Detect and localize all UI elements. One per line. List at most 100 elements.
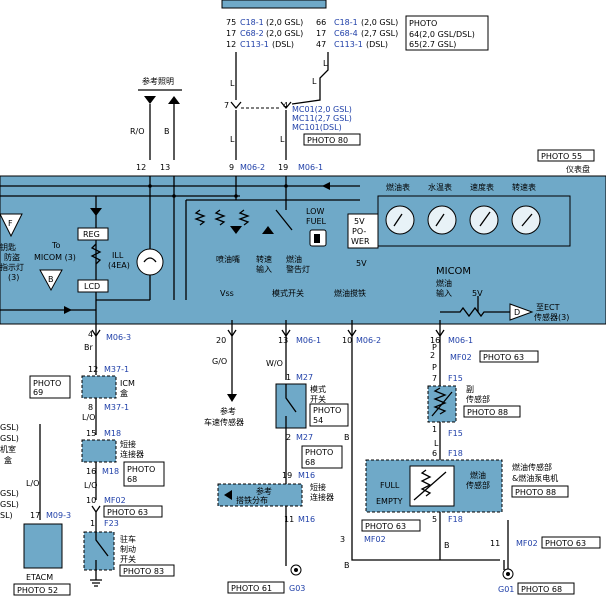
fuel-warn: 警告灯 xyxy=(286,264,310,274)
pin: 12 xyxy=(88,365,98,374)
short-conn-label: 短接 xyxy=(310,482,326,492)
photo-label: 69 xyxy=(33,388,43,397)
gauge-frame xyxy=(377,195,571,247)
etacm-box xyxy=(23,523,63,569)
photo-label: 68 xyxy=(305,458,315,467)
pin: 13 xyxy=(160,163,170,172)
connector: C113-1 xyxy=(240,40,269,49)
photo-63d-box xyxy=(541,536,601,549)
resistor-icon xyxy=(194,209,206,226)
arrow-up-icon xyxy=(168,96,180,104)
svg-text:GSL): GSL) xyxy=(0,434,19,443)
switch-contact xyxy=(95,512,109,580)
fuel-wiper-label: 燃油搅铁 xyxy=(334,288,366,298)
connector: F15 xyxy=(448,429,463,438)
wire-color: L/O xyxy=(26,479,39,488)
diode-icon xyxy=(230,226,242,234)
wire-color: L xyxy=(230,135,235,144)
side-label: 防盗 xyxy=(4,252,20,262)
connector: C68-4 xyxy=(334,29,358,38)
pin: 19 xyxy=(282,471,292,480)
photo-box-header xyxy=(405,15,489,51)
to-micom: MICOM (3) xyxy=(34,253,76,262)
header-pins-a: 75 17 12 C18-1 C68-2 C113-1 (2,0 GSL) (2… xyxy=(226,18,303,49)
connector: M06-1 xyxy=(298,163,323,172)
photo-61-box xyxy=(227,581,285,594)
photo-63-box xyxy=(103,505,163,518)
triangle-letter: F xyxy=(8,219,13,228)
fuel-sender-label: 燃油 xyxy=(470,470,486,480)
pin: 1 xyxy=(90,519,95,528)
svg-text:GSL): GSL) xyxy=(0,489,19,498)
photo-68c-box xyxy=(517,582,575,595)
icm-box xyxy=(81,375,117,399)
park-brake-label: 制动 xyxy=(120,544,136,554)
photo-label: PHOTO xyxy=(33,379,61,388)
icm-label: 盒 xyxy=(120,388,128,398)
variant: (2,7 GSL) xyxy=(361,29,398,38)
variant: (DSL) xyxy=(366,40,388,49)
pin: 15 xyxy=(86,429,96,438)
pin: 3 xyxy=(340,535,345,544)
pin: 7 xyxy=(432,374,437,383)
connector: M06-2 xyxy=(356,336,381,345)
connector: M16 xyxy=(298,515,315,524)
pin: 47 xyxy=(316,40,326,49)
wire xyxy=(351,320,500,561)
ground-label: G03 xyxy=(289,584,305,593)
connector: C113-1 xyxy=(334,40,363,49)
micom-label: MICOM xyxy=(436,266,471,277)
photo-label: PHOTO 88 xyxy=(467,408,508,417)
gauge-label: 速度表 xyxy=(470,182,494,192)
connector: MF02 xyxy=(516,539,538,548)
power: PO- xyxy=(352,227,366,236)
photo-line: 65(2.7 GSL) xyxy=(409,40,456,49)
gauge-label: 燃油表 xyxy=(386,182,410,192)
wire-color: B xyxy=(344,433,350,442)
connector: M18 xyxy=(104,429,121,438)
wire-color: L/O xyxy=(82,413,95,422)
diode-icon xyxy=(262,226,274,234)
short-conn-label: 连接器 xyxy=(120,449,144,459)
photo-68b-box xyxy=(301,445,343,469)
connector: MF02 xyxy=(364,535,386,544)
ref-wiper-box xyxy=(217,483,303,507)
variant: (2,0 GSL) xyxy=(266,29,303,38)
side-label: (3) xyxy=(8,273,19,282)
connector-chevron xyxy=(435,329,445,338)
etacm-label: ETACM xyxy=(26,573,53,582)
short-conn-label: 连接器 xyxy=(310,492,334,502)
pin: 4 xyxy=(283,101,288,110)
cluster-title: 仪表盘 xyxy=(566,164,590,174)
wire-color: B xyxy=(444,541,450,550)
vss-label: Vss xyxy=(220,289,234,298)
ref-speed-label: 参考 xyxy=(220,406,236,416)
wire-color: P xyxy=(432,363,437,372)
pin: 11 xyxy=(490,539,500,548)
empty-label: EMPTY xyxy=(376,497,403,506)
switch-contact xyxy=(285,384,297,428)
reg-block xyxy=(77,227,109,241)
wire-color: L/O xyxy=(84,481,97,490)
photo-63b-box xyxy=(361,519,421,532)
gauge-label: 转速表 xyxy=(512,182,536,192)
temp-gauge-icon xyxy=(427,205,457,235)
amplifier-icon xyxy=(509,303,534,321)
pin: 17 xyxy=(316,29,326,38)
pin: 1 xyxy=(432,425,437,434)
tacho-gauge-icon xyxy=(511,205,541,235)
photo-label: PHOTO 55 xyxy=(541,152,582,161)
fuel-in: 燃油 xyxy=(436,278,452,288)
connector: M09-3 xyxy=(46,511,71,520)
photo-label: PHOTO xyxy=(305,448,333,457)
pin: 16 xyxy=(86,467,96,476)
connector: C18-1 xyxy=(334,18,358,27)
connector: F18 xyxy=(448,515,463,524)
pin: 5 xyxy=(432,515,437,524)
pin: 10 xyxy=(86,496,96,505)
connector: M18 xyxy=(102,467,119,476)
side-label: 钥匙 xyxy=(0,242,16,252)
sprayer-label: 喷油嘴 xyxy=(216,254,240,264)
header-pins-b: 66 17 47 C18-1 C68-4 C113-1 (2,0 GSL) (2… xyxy=(316,18,398,49)
